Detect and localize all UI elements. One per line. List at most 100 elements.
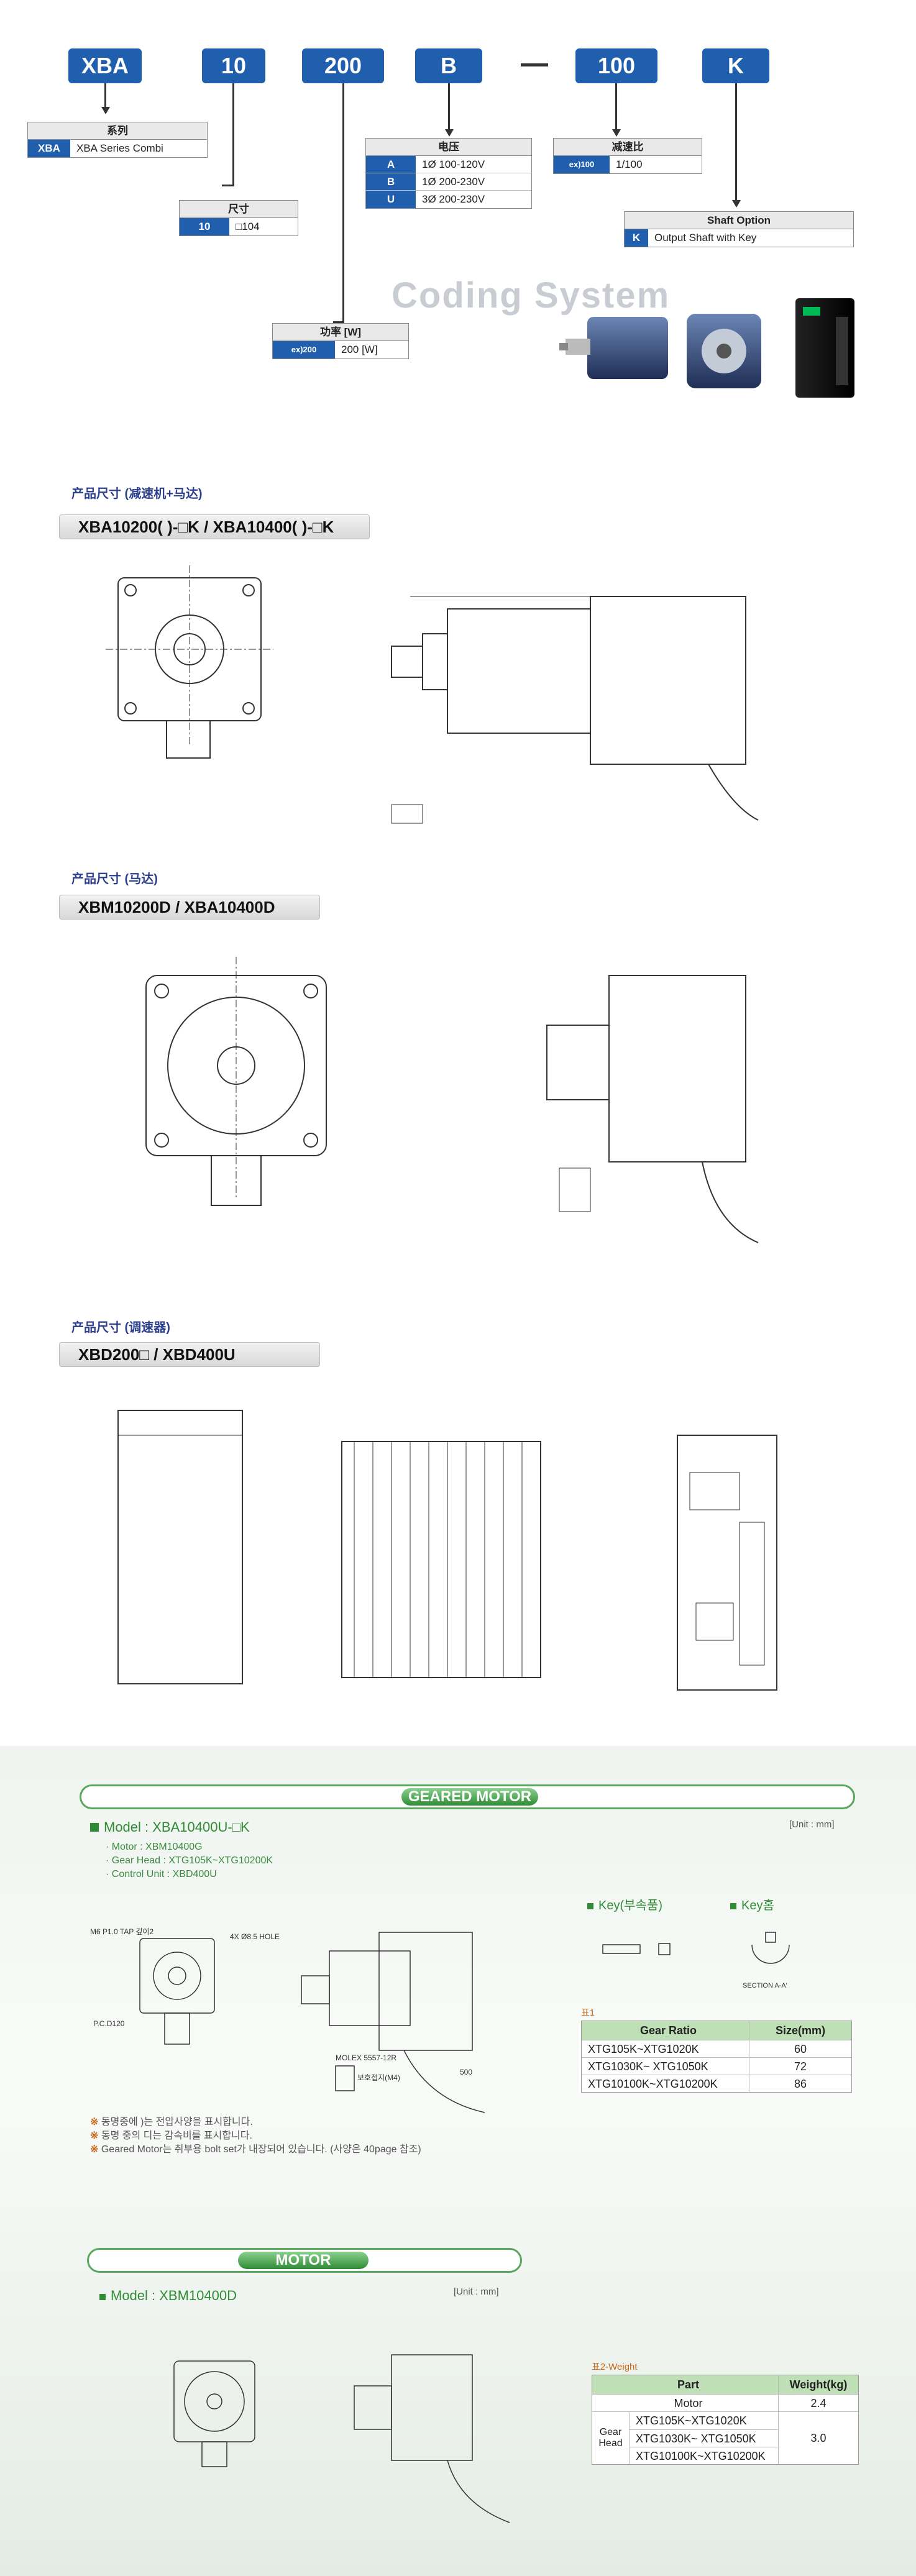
table2-caption: 표2-Weight [592,2362,638,2372]
combo-section-title: 产品尺寸 (减速机+马达) [71,487,203,501]
motor-photo [687,314,761,388]
spec-item: · Motor : XBM10400G [106,1842,203,1852]
motor-section-title: 产品尺寸 (马达) [71,872,158,886]
controller-photo [795,298,854,398]
spec-list: · Motor : XBM10400G · Gear Head : XTG105… [106,1840,273,1881]
code-voltage: B [415,48,482,83]
molex-label: MOLEX 5557-12R [336,2053,397,2062]
ratio-key: ex)100 [554,156,610,173]
spec-item: · Gear Head : XTG105K~XTG10200K [106,1855,273,1866]
tap-label: M6 P1.0 TAP 깊이2 [90,1927,154,1936]
series-key: XBA [28,140,70,157]
keyway-title: Key홈 [730,1895,774,1913]
earth-label: 보호접지(M4) [357,2073,400,2082]
note-item: ※ Geared Motor는 취부용 bolt set가 내장되어 있습니다.… [90,2144,421,2155]
geared-model-text: Model : XBA10400U-□K [104,1819,250,1835]
shaft-key: K [625,229,648,247]
size-table: 尺寸 10□104 [179,200,298,236]
power-header: 功率 [W] [273,324,408,341]
size-header: 尺寸 [180,201,298,218]
code-power: 200 [302,48,384,83]
unit-label-2: [Unit : mm] [454,2286,499,2297]
voltage-key: U [366,191,416,208]
watermark: Coding System [392,275,671,316]
product-photos [559,298,854,398]
motor-model: Model : XBM10400D [99,2288,237,2304]
bullet-icon [90,1823,99,1832]
note-item: ※ 동명중에 )는 전압사양을 표시합니다. [90,2117,253,2127]
geared-motor-photo [559,317,668,379]
table1-caption: 표1 [581,2007,595,2018]
code-dash [521,63,548,66]
code-shaft: K [702,48,769,83]
voltage-value: 1Ø 200-230V [416,173,485,190]
col-weight: Weight(kg) [789,2378,848,2391]
shaft-header: Shaft Option [625,212,853,229]
table-row: XTG1030K~ XTG1050K [630,2429,778,2447]
col-part: Part [592,2375,779,2394]
power-key: ex)200 [273,341,335,359]
gear-head-label: Gear Head [592,2412,630,2464]
section-label: SECTION A-A' [743,1982,787,1989]
gear-weight: 3.0 [810,2431,827,2444]
cable-label: 500 [460,2068,473,2076]
series-header: 系列 [28,122,207,140]
voltage-key: B [366,173,416,190]
ratio-value: 1/100 [610,156,643,173]
code-size: 10 [202,48,265,83]
shaft-value: Output Shaft with Key [648,229,757,247]
table-row: XTG105K~XTG1020K [636,2414,747,2427]
key-accessory-title: Key(부속품) [587,1895,662,1913]
geared-model: Model : XBA10400U-□K [90,1819,250,1835]
table-row: XTG10100K~XTG10200K [630,2447,778,2464]
series-value: XBA Series Combi [70,140,163,157]
ratio-header: 减速比 [554,139,702,156]
catalog-section: GEARED MOTOR Model : XBA10400U-□K [Unit … [0,1746,916,2576]
motor-catalog-drawing [173,2354,510,2523]
col-gear-ratio: Gear Ratio [582,2021,749,2040]
voltage-header: 电压 [366,139,531,156]
unit-label: [Unit : mm] [789,1819,835,1830]
pcd-label: P.C.D120 [93,2019,125,2028]
geared-motor-bar: GEARED MOTOR [80,1784,855,1809]
combo-drawing-section: 产品尺寸 (减速机+马达) XBA10200( )-□K / XBA10400(… [0,478,916,851]
note-item: ※ 동명 중의 디는 감속비를 표시합니다. [90,2131,252,2141]
size-key: 10 [180,218,229,235]
voltage-value: 1Ø 100-120V [416,156,485,173]
motor-title: MOTOR [238,2252,369,2269]
driver-model-bar: XBD200□ / XBD400U [59,1342,320,1367]
driver-drawing [117,1410,777,1691]
voltage-key: A [366,156,416,173]
motor-drawing-section: 产品尺寸 (马达) XBM10200D / XBA10400D [0,864,916,1286]
driver-section-title: 产品尺寸 (调速器) [71,1321,170,1335]
motor-model-bar: XBM10200D / XBA10400D [59,895,320,920]
notes: ※ 동명중에 )는 전압사양을 표시합니다. ※ 동명 중의 디는 감속비를 표… [90,2116,421,2157]
combo-drawing [106,565,759,824]
col-size: Size(mm) [775,2024,825,2037]
motor-bar: MOTOR [87,2248,522,2273]
code-ratio: 100 [575,48,657,83]
combo-model-bar: XBA10200( )-□K / XBA10400( )-□K [59,514,370,539]
geared-motor-title: GEARED MOTOR [401,1788,538,1806]
size-value: □104 [229,218,260,235]
voltage-value: 3Ø 200-230V [416,191,485,208]
driver-drawing-section: 产品尺寸 (调速器) XBD200□ / XBD400U [0,1311,916,1733]
code-series: XBA [68,48,142,83]
spec-item: · Control Unit : XBD400U [106,1869,217,1879]
geared-motor-drawing [139,1932,485,2113]
key-drawings [602,1932,790,1964]
hole-label: 4X Ø8.5 HOLE [230,1932,280,1941]
